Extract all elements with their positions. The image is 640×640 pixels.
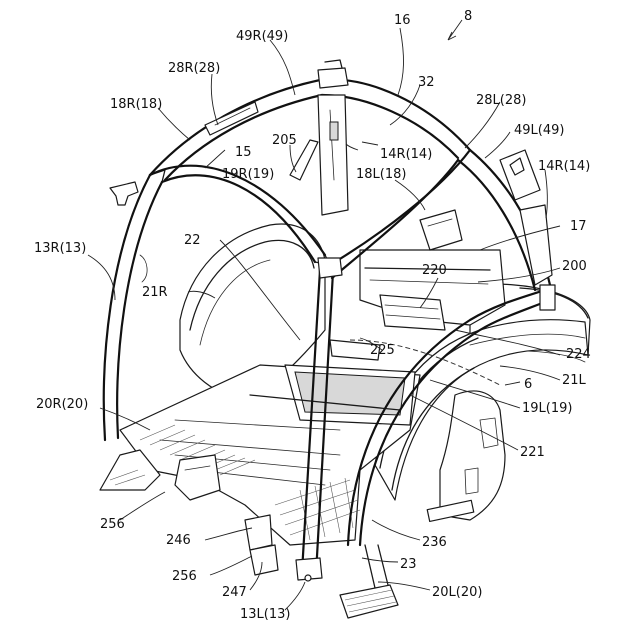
label-49R: 49R(49) — [236, 29, 288, 44]
label-13L: 13L(13) — [240, 607, 290, 622]
label-49L: 49L(49) — [514, 123, 564, 138]
label-28R: 28R(28) — [168, 61, 220, 76]
label-6: 6 — [524, 377, 532, 392]
label-14R-a: 14R(14) — [380, 147, 432, 162]
label-256-b: 256 — [172, 569, 197, 584]
label-256-a: 256 — [100, 517, 125, 532]
label-15: 15 — [235, 145, 252, 160]
label-8: 8 — [464, 9, 472, 24]
label-28L: 28L(28) — [476, 93, 526, 108]
label-16: 16 — [394, 13, 411, 28]
label-200: 200 — [562, 259, 587, 274]
front-right-pillar — [104, 170, 165, 440]
label-20R: 20R(20) — [36, 397, 88, 412]
label-23: 23 — [400, 557, 417, 572]
label-246: 246 — [166, 533, 191, 548]
rear-center-pillar — [290, 95, 348, 215]
label-221: 221 — [520, 445, 545, 460]
label-14R-b: 14R(14) — [538, 159, 590, 174]
label-224: 224 — [566, 347, 591, 362]
label-21L: 21L — [562, 373, 587, 388]
label-32: 32 — [418, 75, 435, 90]
label-13R: 13R(13) — [34, 241, 86, 256]
label-17: 17 — [570, 219, 587, 234]
label-22: 22 — [184, 233, 201, 248]
label-18L: 18L(18) — [356, 167, 406, 182]
label-19L: 19L(19) — [522, 401, 572, 416]
label-236: 236 — [422, 535, 447, 550]
label-205: 205 — [272, 133, 297, 148]
label-21R: 21R — [142, 285, 168, 300]
label-247: 247 — [222, 585, 247, 600]
label-220: 220 — [422, 263, 447, 278]
label-20L: 20L(20) — [432, 585, 482, 600]
label-19R: 19R(19) — [222, 167, 274, 182]
label-225: 225 — [370, 343, 395, 358]
label-18R: 18R(18) — [110, 97, 162, 112]
